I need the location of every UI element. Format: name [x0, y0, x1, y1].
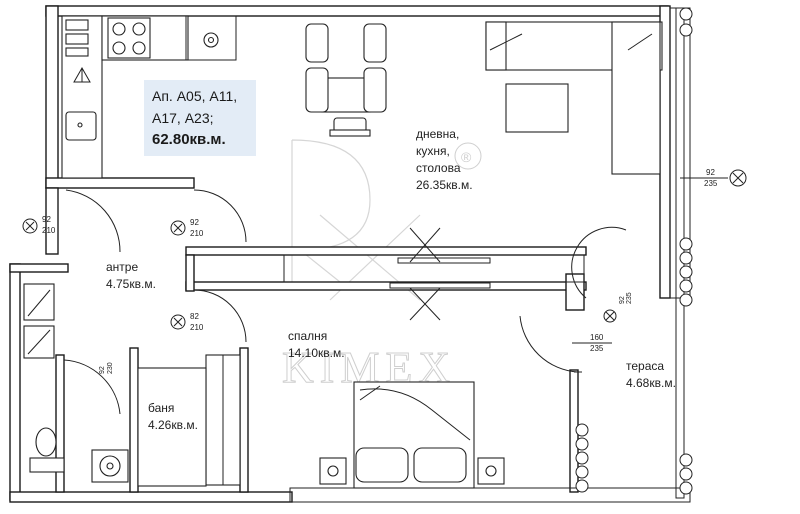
dim-terrace-main-height: 235 [590, 344, 604, 353]
stove-icon [107, 17, 151, 59]
sink-icon [91, 449, 129, 483]
dim-bath-height: 230 [107, 362, 114, 374]
extractor-icon [73, 66, 91, 83]
terrace-hedge [289, 7, 693, 503]
hall-area: 4.75кв.м. [106, 277, 156, 291]
terrace-label: тераса [626, 359, 664, 373]
dim-terrace-main-width: 160 [590, 333, 604, 342]
apartment-units-line-2: А17, А23; [152, 110, 214, 126]
dim-terrace-small-height: 235 [626, 292, 633, 304]
dim-bedroom-height: 210 [190, 323, 204, 332]
terrace-area: 4.68кв.м. [626, 376, 676, 390]
dim-bedroom-width: 82 [190, 312, 199, 321]
bedroom-label: спалня [288, 329, 327, 343]
dim-terrace-small-width: 92 [619, 296, 626, 304]
bathroom-area: 4.26кв.м. [148, 418, 198, 432]
dining-set [305, 23, 387, 137]
dim-hall-height: 210 [190, 229, 204, 238]
dim-bath-width: 92 [99, 366, 106, 374]
bathroom-label: баня [148, 401, 174, 415]
living-label-2: кухня, [416, 144, 450, 158]
kitchen [61, 15, 237, 179]
doors [57, 188, 627, 415]
hall-label: антре [106, 260, 138, 274]
door-markers [22, 169, 747, 330]
dim-living-window-height: 235 [704, 179, 718, 188]
bathroom-fixtures [23, 283, 207, 487]
apartment-total-area: 62.80кв.м. [152, 131, 226, 148]
living-label-1: дневна, [416, 127, 459, 141]
fan-icon [203, 32, 219, 48]
walls [9, 5, 671, 503]
dim-living-window-width: 92 [706, 168, 715, 177]
bedroom-area: 14.10кв.м. [288, 346, 345, 360]
living-label-3: столова [416, 161, 461, 175]
living-area: 26.35кв.м. [416, 178, 473, 192]
bed [319, 381, 505, 489]
registered-mark: ® [461, 149, 472, 165]
dim-entrance-height: 210 [42, 226, 56, 235]
apartment-units-line-1: Ап. А05, А11, [152, 88, 238, 104]
toilet-icon [29, 427, 65, 473]
apartment-info-box: Ап. А05, А11, А17, А23; 62.80кв.м. [144, 80, 256, 156]
partition-glass [283, 227, 585, 321]
sofa [485, 21, 663, 175]
dim-entrance-width: 92 [42, 215, 51, 224]
dim-hall-width: 92 [190, 218, 199, 227]
